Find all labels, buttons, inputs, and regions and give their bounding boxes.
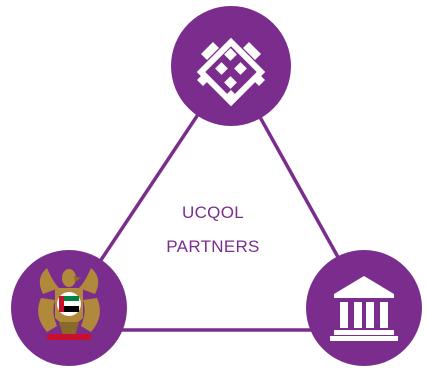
node-top bbox=[171, 6, 291, 126]
node-bottom-left bbox=[11, 250, 127, 366]
center-label-line-2: PARTNERS bbox=[166, 237, 260, 256]
node-top-circle bbox=[171, 6, 291, 126]
geometric-logo-icon bbox=[196, 37, 266, 107]
node-bottom-right bbox=[306, 250, 422, 366]
center-label-line-1: UCQOL bbox=[182, 203, 244, 222]
government-building-icon bbox=[330, 276, 398, 341]
uae-falcon-emblem-icon bbox=[38, 268, 100, 340]
node-bottom-right-circle bbox=[306, 250, 422, 366]
